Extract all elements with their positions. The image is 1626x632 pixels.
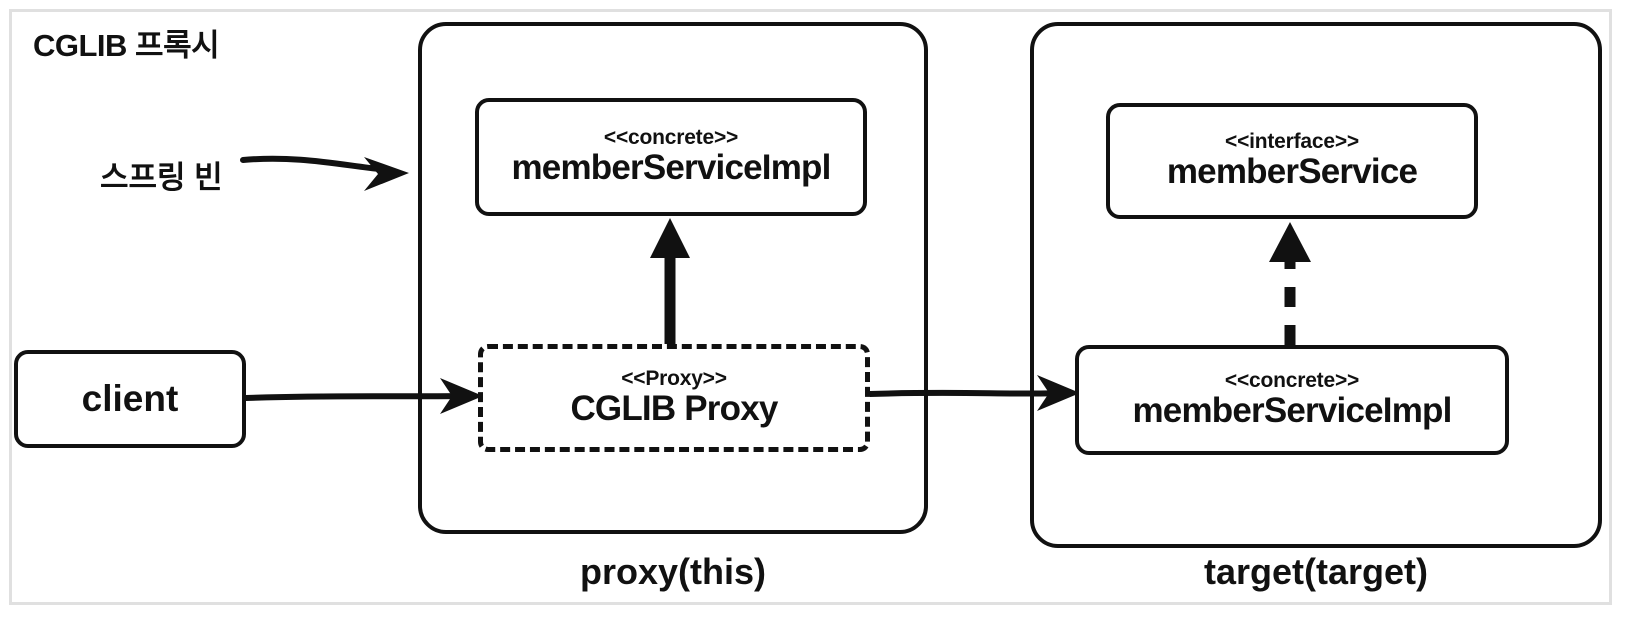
- class-name-label: CGLIB Proxy: [570, 389, 778, 429]
- class-box-client[interactable]: client: [14, 350, 246, 448]
- caption-target-target: target(target): [1203, 551, 1428, 592]
- caption-proxy-this: proxy(this): [579, 551, 766, 592]
- class-name-label: memberServiceImpl: [511, 148, 831, 188]
- stereotype-label: <<concrete>>: [1224, 369, 1360, 393]
- class-name-label: memberServiceImpl: [1132, 391, 1452, 431]
- class-box-proxy-concrete[interactable]: <<concrete>> memberServiceImpl: [475, 98, 867, 216]
- page-title: CGLIB 프록시: [33, 28, 220, 63]
- client-label: client: [81, 378, 179, 419]
- class-box-target-concrete[interactable]: <<concrete>> memberServiceImpl: [1075, 345, 1509, 455]
- stereotype-label: <<Proxy>>: [621, 367, 727, 391]
- target-group-container: [1030, 22, 1602, 548]
- stereotype-label: <<interface>>: [1225, 130, 1359, 154]
- class-box-cglib-proxy[interactable]: <<Proxy>> CGLIB Proxy: [478, 344, 870, 452]
- stereotype-label: <<concrete>>: [603, 126, 739, 150]
- class-name-label: memberService: [1166, 152, 1418, 192]
- spring-bean-label: 스프링 빈: [100, 160, 223, 195]
- class-box-target-interface[interactable]: <<interface>> memberService: [1106, 103, 1478, 219]
- proxy-group-container: [418, 22, 928, 534]
